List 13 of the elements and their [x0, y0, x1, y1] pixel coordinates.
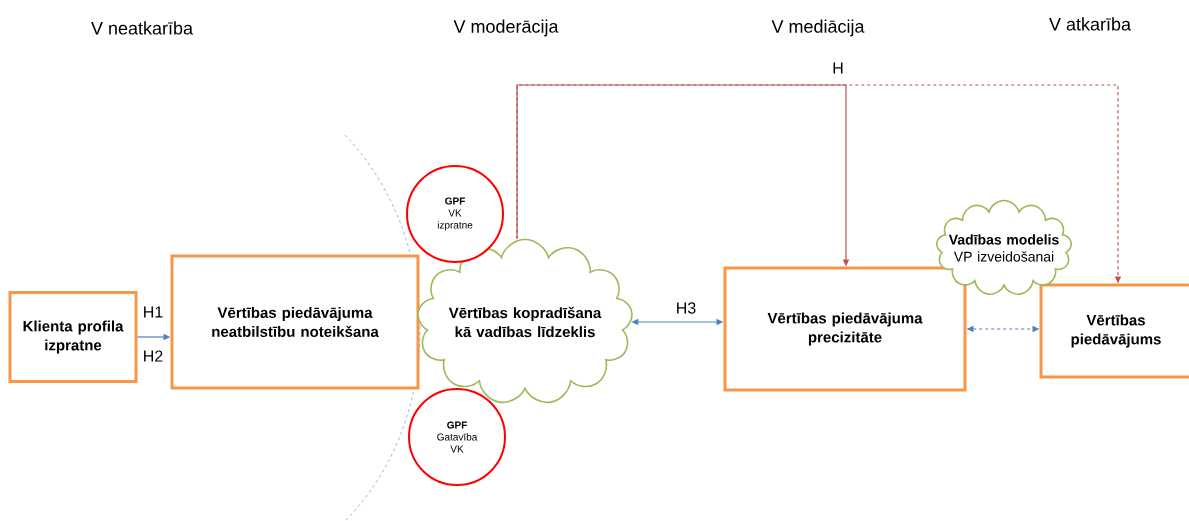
column-heading: V atkarība	[1049, 17, 1131, 31]
column-heading: V mediācija	[771, 19, 865, 37]
process-box: Klienta profila izpratne	[8, 291, 138, 383]
edge-label: H	[831, 61, 845, 75]
hypothesis-label: H2	[144, 350, 163, 362]
column-heading: V moderācija	[453, 19, 559, 37]
process-box: Vērtības piedāvājuma neatbilstību noteikšana	[170, 254, 420, 390]
process-box: Vērtības piedāvājuma precizitāte	[723, 266, 967, 392]
edge-label: H3	[674, 301, 698, 315]
process-box: Vērtības piedāvājums	[1039, 283, 1189, 379]
edge-label: H1	[141, 305, 165, 319]
column-heading: V neatkarība	[91, 21, 193, 35]
process-cloud: Vadības modelis VP izveidošanai	[936, 199, 1072, 296]
